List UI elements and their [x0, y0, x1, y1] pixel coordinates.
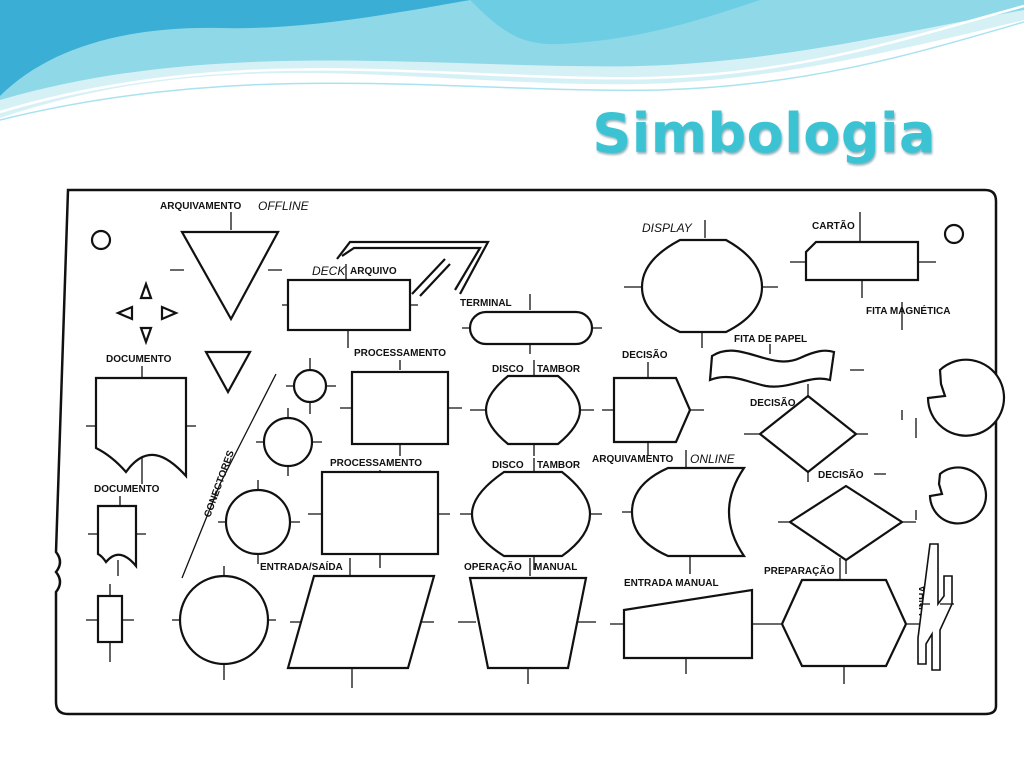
label-processamento-2: PROCESSAMENTO [330, 458, 422, 469]
process-symbol-2: PROCESSAMENTO [308, 458, 450, 568]
disk-drum-symbol-1: DISCO TAMBOR [470, 360, 594, 456]
label-display: DISPLAY [642, 221, 693, 235]
label-cartao: CARTÃO [812, 219, 855, 232]
arrow-down-icon [139, 326, 153, 346]
label-disco-1: DISCO [492, 364, 524, 375]
online-storage-symbol: ARQUIVAMENTO ONLINE [592, 450, 747, 574]
label-offline: OFFLINE [258, 199, 310, 213]
punched-card-symbol: CARTÃO [790, 212, 936, 298]
wave-line-2 [0, 21, 1024, 121]
paper-tape-symbol: FITA DE PAPEL [708, 334, 836, 388]
deck-file-symbol: DECK ARQUIVO [282, 240, 490, 348]
label-processamento-1: PROCESSAMENTO [354, 348, 446, 359]
label-disco-2: DISCO [492, 460, 524, 471]
display-symbol: DISPLAY [624, 220, 778, 348]
label-decisao-3: DECISÃO [818, 468, 864, 481]
label-tambor-2: TAMBOR [537, 460, 581, 471]
stencil-hole-left [90, 229, 112, 251]
terminal-symbol: TERMINAL [460, 294, 602, 354]
document-symbol-2: DOCUMENTO [86, 484, 160, 662]
label-arquivamento-online: ARQUIVAMENTO [592, 454, 674, 465]
process-symbol-1: PROCESSAMENTO [340, 348, 462, 456]
document-symbol-1: DOCUMENTO [86, 354, 196, 484]
label-terminal: TERMINAL [460, 298, 512, 309]
stencil-hole-right [943, 223, 965, 245]
label-preparacao: PREPARAÇÃO [764, 564, 835, 577]
preparation-symbol: PREPARAÇÃO [764, 558, 920, 684]
arrow-up-icon [139, 280, 153, 300]
manual-operation-symbol: OPERAÇÃO MANUAL [458, 558, 596, 684]
magnetic-tape-symbol: FITA MAGNÉTICA [850, 302, 1006, 525]
label-tambor-1: TAMBOR [537, 364, 581, 375]
decision-symbol-2: DECISÃO [744, 384, 868, 482]
wave-mid-2 [470, 0, 760, 45]
offline-storage-symbol: ARQUIVAMENTO OFFLINE [160, 199, 310, 395]
label-decisao-1: DECISÃO [622, 348, 668, 361]
label-documento-2: DOCUMENTO [94, 484, 160, 495]
label-documento-1: DOCUMENTO [106, 354, 172, 365]
label-arquivo: ARQUIVO [350, 266, 397, 277]
label-operacao: OPERAÇÃO [464, 560, 522, 573]
flowchart-stencil: ARQUIVAMENTO OFFLINE DECK ARQUIVO TERMIN… [54, 188, 1006, 716]
label-fita-de-papel: FITA DE PAPEL [734, 334, 807, 345]
arrow-left-icon [115, 305, 134, 321]
label-deck: DECK [312, 264, 346, 278]
disk-drum-symbol-2: DISCO TAMBOR [460, 458, 602, 570]
line-symbol: LINHA [917, 543, 954, 671]
wave-line-1 [0, 4, 1024, 114]
decision-symbol-3: DECISÃO [778, 468, 916, 574]
manual-input-symbol: ENTRADA MANUAL [610, 578, 766, 674]
arrow-right-icon [160, 305, 179, 321]
label-manual: MANUAL [534, 562, 577, 573]
stencil-outline [54, 188, 998, 716]
wave-dark [0, 0, 470, 96]
label-arquivamento-offline: ARQUIVAMENTO [160, 201, 242, 212]
input-output-symbol: ENTRADA/SAÍDA [260, 558, 436, 688]
label-decisao-2: DECISÃO [750, 396, 796, 409]
label-online: ONLINE [690, 452, 736, 466]
label-entrada-saida: ENTRADA/SAÍDA [260, 560, 343, 573]
slide-title: Simbologia [592, 102, 936, 165]
decision-arrow-symbol: DECISÃO [602, 348, 704, 456]
label-entrada-manual: ENTRADA MANUAL [624, 578, 719, 589]
label-fita-magnetica: FITA MAGNÉTICA [866, 304, 950, 317]
